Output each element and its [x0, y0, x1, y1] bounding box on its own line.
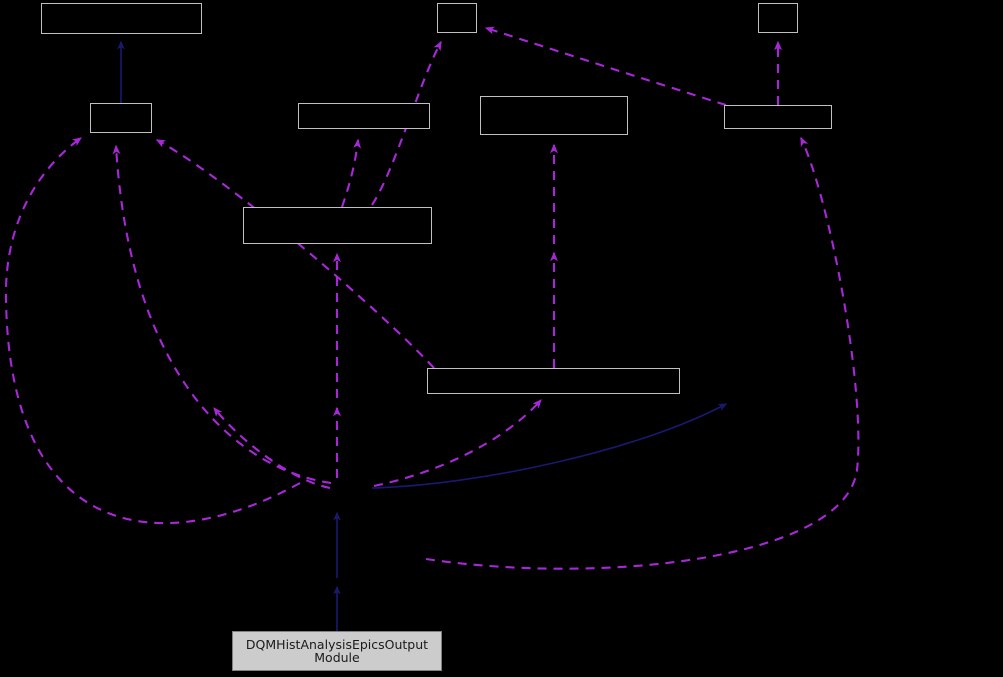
edge-use-n8-n5	[341, 138, 362, 208]
edge-use-hub-n7-right	[425, 136, 860, 570]
diagram-node-n7[interactable]	[724, 105, 832, 129]
edge-use-n9-n4	[155, 139, 435, 369]
edge-inherit-hub-right	[371, 403, 728, 489]
edge-use-hub-n4-left	[4, 137, 301, 525]
diagram-node-n6[interactable]	[480, 96, 628, 135]
diagram-node-n2[interactable]	[437, 3, 477, 33]
edge-use-hub-n4	[112, 144, 332, 485]
edge-use-n7-n2	[484, 26, 727, 107]
diagram-node-dqmhistanalysisepicsoutputmodule[interactable]: DQMHistAnalysisEpicsOutput Module	[232, 631, 442, 671]
diagram-node-n8[interactable]	[243, 207, 432, 244]
diagram-node-n1[interactable]	[41, 3, 202, 34]
edge-use-hub-mid	[213, 407, 331, 490]
diagram-node-n9[interactable]	[427, 368, 680, 394]
diagram-node-n3[interactable]	[758, 3, 798, 33]
diagram-node-n5[interactable]	[298, 103, 430, 129]
diagram-node-n4[interactable]	[90, 103, 152, 133]
edge-use-hub-n9	[373, 399, 542, 488]
node-label: DQMHistAnalysisEpicsOutput Module	[245, 636, 429, 665]
